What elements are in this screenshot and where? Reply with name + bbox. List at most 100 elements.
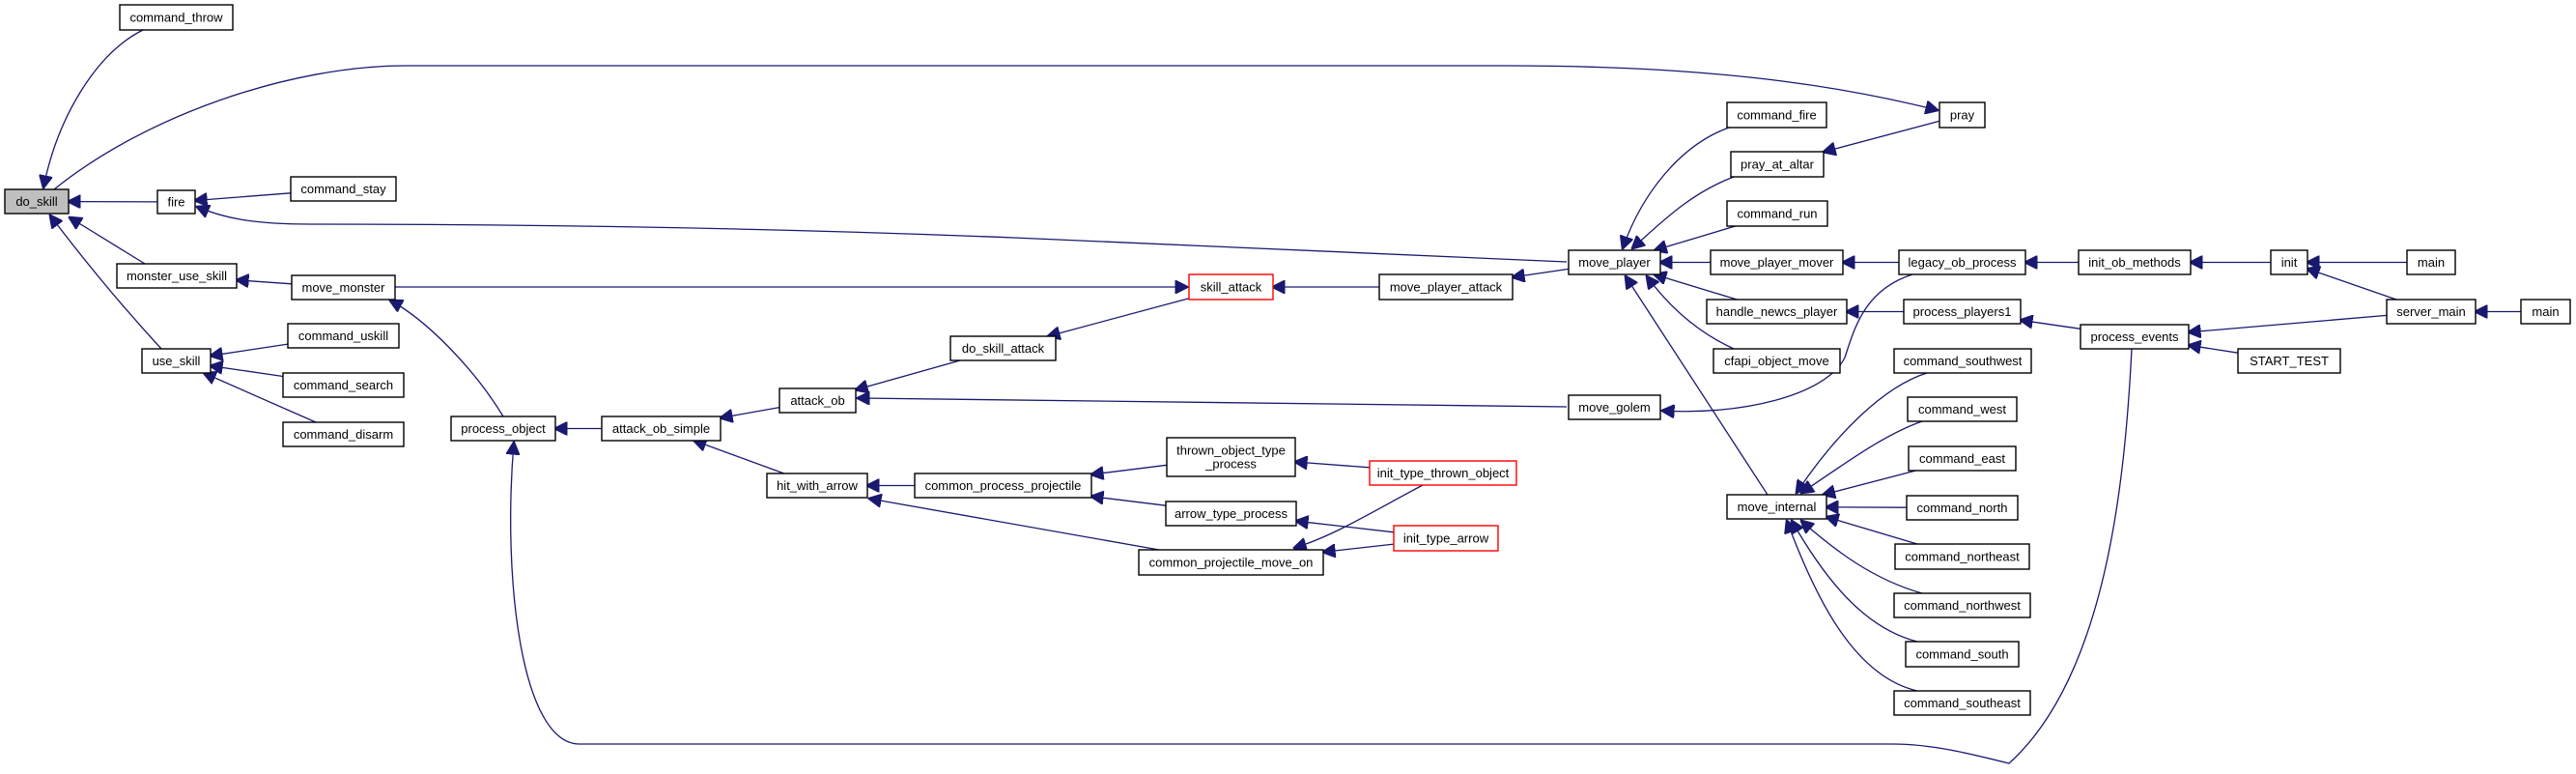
- node-move-player[interactable]: move_player: [1568, 249, 1661, 275]
- node-command-east[interactable]: command_east: [1908, 445, 2017, 472]
- node-box[interactable]: [1905, 641, 2020, 668]
- node-process-object[interactable]: process_object: [450, 416, 556, 442]
- node-server-main[interactable]: server_main: [2386, 299, 2477, 325]
- node-box[interactable]: [119, 4, 234, 31]
- node-move-player-mover[interactable]: move_player_mover: [1710, 249, 1844, 275]
- node-command-disarm[interactable]: command_disarm: [282, 421, 405, 447]
- node-box[interactable]: [1393, 525, 1499, 552]
- node-hit-with-arrow[interactable]: hit_with_arrow: [766, 473, 868, 499]
- node-init[interactable]: init: [2270, 249, 2308, 275]
- node-init-type-thrown-object[interactable]: init_type_thrown_object: [1369, 460, 1517, 486]
- node-attack-ob[interactable]: attack_ob: [778, 387, 857, 414]
- node-process-events[interactable]: process_events: [2080, 324, 2190, 350]
- node-pray[interactable]: pray: [1939, 101, 1986, 129]
- node-use-skill[interactable]: use_skill: [141, 348, 212, 374]
- node-box[interactable]: [1568, 394, 1661, 420]
- node-box[interactable]: [290, 176, 397, 202]
- node-skill-attack[interactable]: skill_attack: [1188, 273, 1274, 301]
- node-handle-newcs-player[interactable]: handle_newcs_player: [1706, 299, 1848, 325]
- node-box[interactable]: [1939, 101, 1986, 129]
- node-box[interactable]: [1165, 501, 1297, 527]
- node-box[interactable]: [949, 335, 1057, 361]
- node-box[interactable]: [601, 416, 722, 442]
- node-box[interactable]: [291, 274, 396, 301]
- node-start-test[interactable]: START_TEST: [2237, 348, 2341, 374]
- node-box[interactable]: [141, 348, 212, 374]
- node-command-northwest[interactable]: command_northwest: [1893, 592, 2031, 618]
- node-cfapi-object-move[interactable]: cfapi_object_move: [1713, 348, 1841, 374]
- node-box[interactable]: [4, 188, 70, 215]
- node-move-player-attack[interactable]: move_player_attack: [1378, 273, 1514, 301]
- node-do-skill-attack[interactable]: do_skill_attack: [949, 335, 1057, 361]
- node-box[interactable]: [2406, 249, 2456, 275]
- node-thrown-object-type-process[interactable]: thrown_object_type_process: [1166, 437, 1296, 477]
- node-box[interactable]: [1710, 249, 1844, 275]
- node-init-type-arrow[interactable]: init_type_arrow: [1393, 525, 1499, 552]
- node-box[interactable]: [2520, 299, 2571, 325]
- node-box[interactable]: [156, 189, 196, 215]
- node-command-run[interactable]: command_run: [1726, 200, 1828, 227]
- node-box[interactable]: [778, 387, 857, 414]
- node-process-players1[interactable]: process_players1: [1903, 299, 2022, 325]
- node-command-fire[interactable]: command_fire: [1726, 101, 1827, 129]
- node-box[interactable]: [2386, 299, 2477, 325]
- node-do-skill[interactable]: do_skill: [4, 188, 70, 215]
- node-command-southwest[interactable]: command_southwest: [1893, 348, 2032, 374]
- node-arrow-type-process[interactable]: arrow_type_process: [1165, 501, 1297, 527]
- node-common-process-projectile[interactable]: common_process_projectile: [914, 473, 1092, 499]
- node-move-golem[interactable]: move_golem: [1568, 394, 1661, 420]
- node-command-search[interactable]: command_search: [282, 372, 405, 398]
- node-box[interactable]: [2270, 249, 2308, 275]
- node-box[interactable]: [1166, 437, 1296, 477]
- node-box[interactable]: [1706, 299, 1848, 325]
- node-command-southeast[interactable]: command_southeast: [1893, 690, 2031, 716]
- node-box[interactable]: [2080, 324, 2190, 350]
- node-box[interactable]: [1898, 249, 2026, 275]
- node-box[interactable]: [1893, 690, 2031, 716]
- node-attack-ob-simple[interactable]: attack_ob_simple: [601, 416, 722, 442]
- node-box[interactable]: [2237, 348, 2341, 374]
- node-box[interactable]: [282, 372, 405, 398]
- node-box[interactable]: [1903, 299, 2022, 325]
- node-box[interactable]: [1726, 200, 1828, 227]
- node-box[interactable]: [1893, 592, 2031, 618]
- node-box[interactable]: [1893, 348, 2032, 374]
- node-box[interactable]: [1908, 445, 2017, 472]
- node-common-projectile-move-on[interactable]: common_projectile_move_on: [1138, 549, 1324, 576]
- node-box[interactable]: [287, 323, 400, 349]
- node-box[interactable]: [1894, 543, 2030, 570]
- node-box[interactable]: [914, 473, 1092, 499]
- node-box[interactable]: [1906, 495, 2019, 521]
- node-main-1[interactable]: main: [2406, 249, 2456, 275]
- node-box[interactable]: [1713, 348, 1841, 374]
- node-main-2[interactable]: main: [2520, 299, 2571, 325]
- node-fire[interactable]: fire: [156, 189, 196, 215]
- node-command-uskill[interactable]: command_uskill: [287, 323, 400, 349]
- node-command-throw[interactable]: command_throw: [119, 4, 234, 31]
- node-box[interactable]: [1726, 494, 1827, 520]
- node-box[interactable]: [1568, 249, 1661, 275]
- node-box[interactable]: [1730, 151, 1825, 178]
- node-move-internal[interactable]: move_internal: [1726, 494, 1827, 520]
- node-box[interactable]: [1726, 101, 1827, 129]
- node-command-stay[interactable]: command_stay: [290, 176, 397, 202]
- node-monster-use-skill[interactable]: monster_use_skill: [116, 263, 238, 289]
- node-box[interactable]: [1907, 396, 2018, 422]
- node-box[interactable]: [282, 421, 405, 447]
- node-box[interactable]: [1369, 460, 1517, 486]
- node-legacy-ob-process[interactable]: legacy_ob_process: [1898, 249, 2026, 275]
- node-pray-at-altar[interactable]: pray_at_altar: [1730, 151, 1825, 178]
- node-box[interactable]: [766, 473, 868, 499]
- node-box[interactable]: [2078, 249, 2192, 275]
- node-init-ob-methods[interactable]: init_ob_methods: [2078, 249, 2192, 275]
- node-move-monster[interactable]: move_monster: [291, 274, 396, 301]
- node-box[interactable]: [450, 416, 556, 442]
- node-box[interactable]: [1188, 273, 1274, 301]
- node-command-west[interactable]: command_west: [1907, 396, 2018, 422]
- node-command-northeast[interactable]: command_northeast: [1894, 543, 2030, 570]
- node-box[interactable]: [1138, 549, 1324, 576]
- node-command-north[interactable]: command_north: [1906, 495, 2019, 521]
- node-command-south[interactable]: command_south: [1905, 641, 2020, 668]
- node-box[interactable]: [1378, 273, 1514, 301]
- node-box[interactable]: [116, 263, 238, 289]
